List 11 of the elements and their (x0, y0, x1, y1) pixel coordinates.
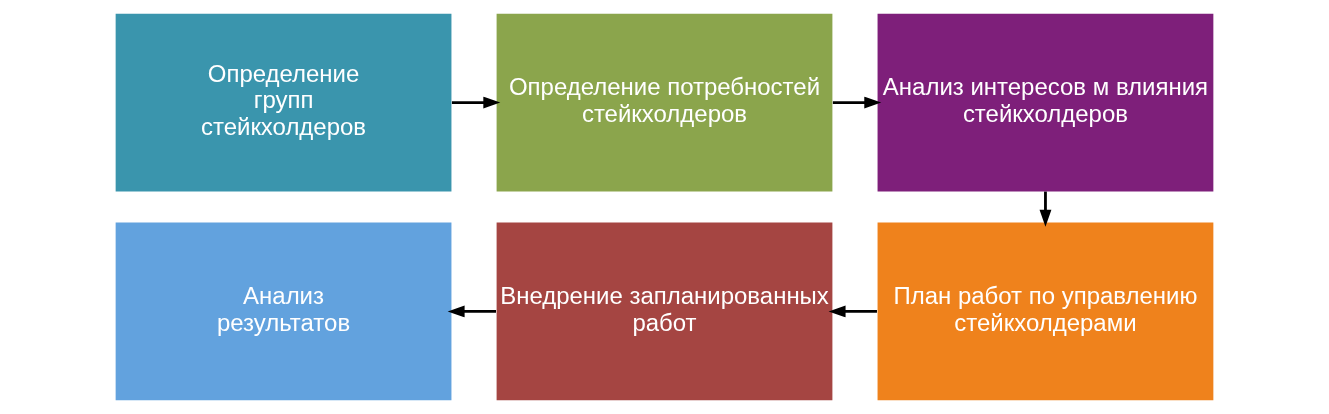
arrow (451, 96, 501, 109)
node-box: Анализ интересов м влияния стейкхолдеров (877, 13, 1214, 192)
arrow (832, 96, 882, 109)
arrow (828, 305, 877, 318)
node-box: Анализ результатов (115, 222, 452, 401)
arrow (1039, 191, 1052, 227)
node-box: Внедрение запланированных работ (496, 222, 833, 401)
arrow (447, 305, 496, 318)
node-box: План работ по управлению стейкхолдерами (877, 222, 1214, 401)
node-box: Определение потребностей стейкхолдеров (496, 13, 833, 192)
node-box: Определение групп стейкхолдеров (115, 13, 452, 192)
